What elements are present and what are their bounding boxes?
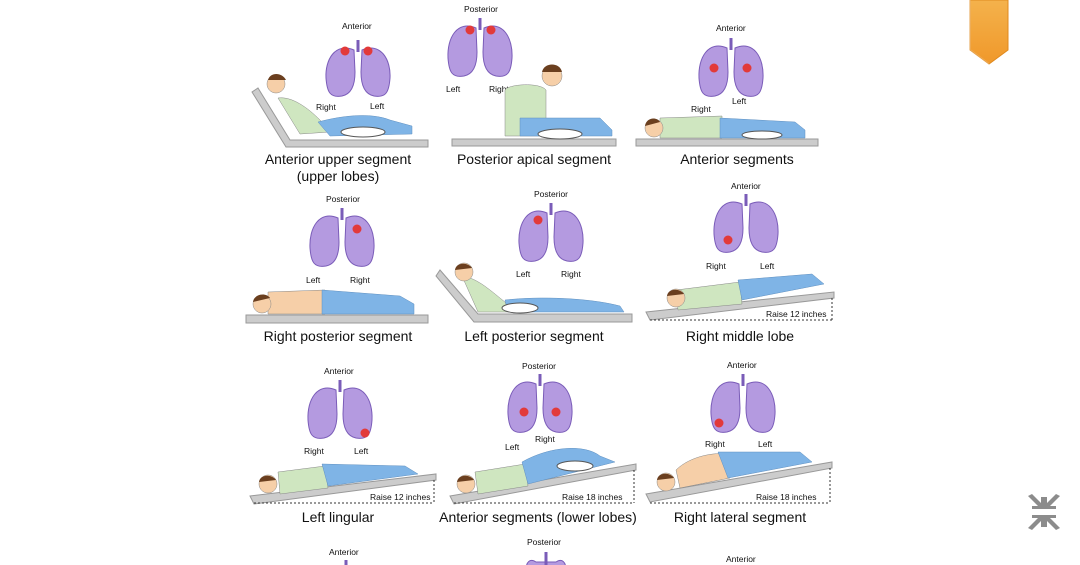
figure-caption: Right posterior segment [258, 328, 418, 345]
right-label: Right [705, 439, 725, 449]
figure-caption: Anterior upper segment (upper lobes) [264, 151, 412, 185]
figure-anterior-segments-lower-lobes: Posterior Left Right Raise 18 inches Ant… [0, 0, 637, 525]
caption-text: Right lateral segment [673, 509, 807, 525]
figure-caption: Right lateral segment [668, 509, 812, 526]
caption-text: Anterior upper segment [264, 151, 412, 167]
figure-left-lingular: Anterior Right Left Raise 12 inches Left… [0, 0, 437, 525]
lungs-diagram [325, 40, 391, 97]
lungs-diagram [713, 194, 779, 253]
lungs-diagram [518, 203, 584, 262]
right-label: Right [350, 275, 370, 285]
figure-caption: Anterior segments (lower lobes) [436, 509, 640, 526]
figure-caption: Posterior apical segment [452, 151, 616, 168]
view-label: Posterior [527, 537, 561, 547]
right-label: Right [561, 269, 581, 279]
right-label: Right [691, 104, 711, 114]
view-label: Posterior [326, 194, 360, 204]
lungs-diagram [307, 380, 373, 439]
left-label: Left [760, 261, 775, 271]
right-label: Right [535, 434, 555, 444]
lungs-diagram [309, 208, 375, 267]
figure-right-posterior-segment: Posterior Left Right Right posterior seg… [0, 0, 429, 344]
lungs-diagram [507, 374, 573, 433]
right-label: Right [316, 102, 336, 112]
raise-label: Raise 12 inches [370, 492, 430, 502]
caption-text: Left posterior segment [464, 328, 604, 344]
figure-caption: Left posterior segment [456, 328, 612, 345]
view-label: Anterior [324, 366, 354, 376]
raise-label: Raise 18 inches [756, 492, 816, 502]
left-label: Left [732, 96, 747, 106]
figure-posterior-apical-segment: Posterior Left Right Posterior apical se… [0, 0, 617, 167]
view-label: Anterior [342, 21, 372, 31]
lungs-diagram [710, 374, 776, 433]
view-label: Posterior [464, 4, 498, 14]
raise-label: Raise 12 inches [766, 309, 826, 319]
view-label: Posterior [534, 189, 568, 199]
caption-text: Anterior segments (lower lobes) [439, 509, 637, 525]
view-label: Anterior [716, 23, 746, 33]
right-label: Right [706, 261, 726, 271]
left-label: Left [505, 442, 520, 452]
lungs-diagram [447, 18, 513, 77]
lungs-diagram [698, 38, 764, 97]
right-label: Right [304, 446, 324, 456]
collapse-fullscreen-icon[interactable] [1026, 494, 1062, 530]
view-label: Anterior [727, 360, 757, 370]
view-label: Posterior [522, 361, 556, 371]
caption-text: Anterior segments [680, 151, 794, 167]
left-label: Left [516, 269, 531, 279]
figure-right-lateral-segment: Anterior Right Left Raise 18 inches Righ… [0, 0, 833, 525]
figure-caption: Anterior segments [660, 151, 814, 168]
left-label: Left [306, 275, 321, 285]
figure-caption: Left lingular [288, 509, 388, 526]
figure-left-posterior-segment: Posterior Left Right Left posterior segm… [0, 0, 633, 344]
left-label: Left [354, 446, 369, 456]
figure-anterior-segments: Anterior Right Left Anterior segments [0, 0, 819, 167]
figure-anterior-upper-segment: Anterior Right Left Anterior upper segme… [0, 0, 429, 184]
figure-right-middle-lobe: Anterior Right Left Raise 12 inches Righ… [0, 0, 835, 344]
figure-caption: Right middle lobe [670, 328, 810, 345]
left-label: Left [758, 439, 773, 449]
left-label: Left [446, 84, 461, 94]
raise-label: Raise 18 inches [562, 492, 622, 502]
right-label: Right [489, 84, 509, 94]
caption-text: Right posterior segment [263, 328, 413, 344]
caption-text: Posterior apical segment [456, 151, 612, 167]
view-label: Anterior [726, 554, 756, 564]
view-label: Anterior [731, 181, 761, 191]
view-label: Anterior [329, 547, 359, 557]
caption-subtext: (upper lobes) [296, 168, 380, 184]
caption-text: Right middle lobe [685, 328, 795, 344]
caption-text: Left lingular [301, 509, 375, 525]
left-label: Left [370, 101, 385, 111]
bookmark-icon[interactable] [968, 0, 1010, 66]
